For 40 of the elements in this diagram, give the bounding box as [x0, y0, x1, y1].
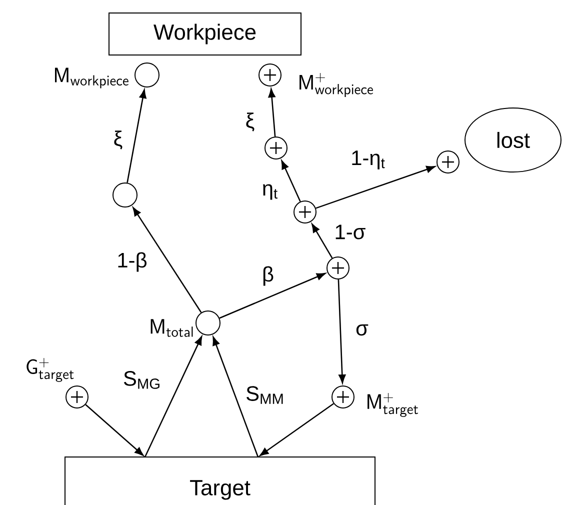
edge-label: σ — [356, 324, 368, 336]
labelled-box: Target — [64, 456, 376, 505]
ellipse-node: lost — [464, 108, 562, 172]
edge-label: 1-β — [118, 252, 146, 272]
arrow — [132, 207, 202, 313]
edge-label: S$_{MM}$ — [246, 386, 283, 404]
node-label: $\mathsf{M}^{+}_{\mathsf{workpiece}}$ — [300, 73, 373, 97]
arrow — [268, 88, 276, 137]
arrow — [144, 336, 202, 458]
plus-circle — [258, 64, 282, 86]
edge-label: ξ — [246, 112, 254, 132]
plus-circle — [66, 386, 88, 408]
node-label: $\mathsf{G}^{+}_{\mathsf{target}}$ — [26, 358, 74, 382]
plus-circle — [332, 386, 354, 408]
arrow — [281, 160, 301, 202]
arrow — [338, 279, 346, 384]
arrow — [126, 89, 146, 183]
labelled-box: Workpiece — [108, 12, 302, 56]
circle — [112, 182, 138, 208]
arrow — [316, 166, 436, 209]
node-label: $\mathsf{M}_{\mathsf{total}}$ — [150, 319, 193, 337]
node-label: $\mathsf{M}_{\mathsf{workpiece}}$ — [55, 68, 128, 88]
edge-label: 1-σ — [336, 224, 366, 240]
arrow — [219, 272, 326, 319]
plus-circle — [264, 136, 288, 160]
arrow — [212, 336, 259, 458]
plus-circle — [294, 200, 316, 224]
plus-circle — [436, 150, 460, 174]
circle — [196, 310, 220, 336]
arrow — [85, 404, 144, 456]
node-label: $\mathsf{M}^{+}_{\mathsf{target}}$ — [368, 393, 418, 417]
edge-label: β — [263, 266, 274, 286]
edge-label: 1-η$_{t}$ — [352, 150, 385, 170]
plus-circle — [326, 256, 350, 280]
edge-label: η$_{t}$ — [262, 184, 278, 200]
circle — [134, 62, 160, 88]
arrow — [312, 224, 333, 258]
edge-label: S$_{MG}$ — [124, 371, 160, 389]
arrow — [260, 403, 334, 456]
edge-label: ξ — [114, 130, 122, 150]
